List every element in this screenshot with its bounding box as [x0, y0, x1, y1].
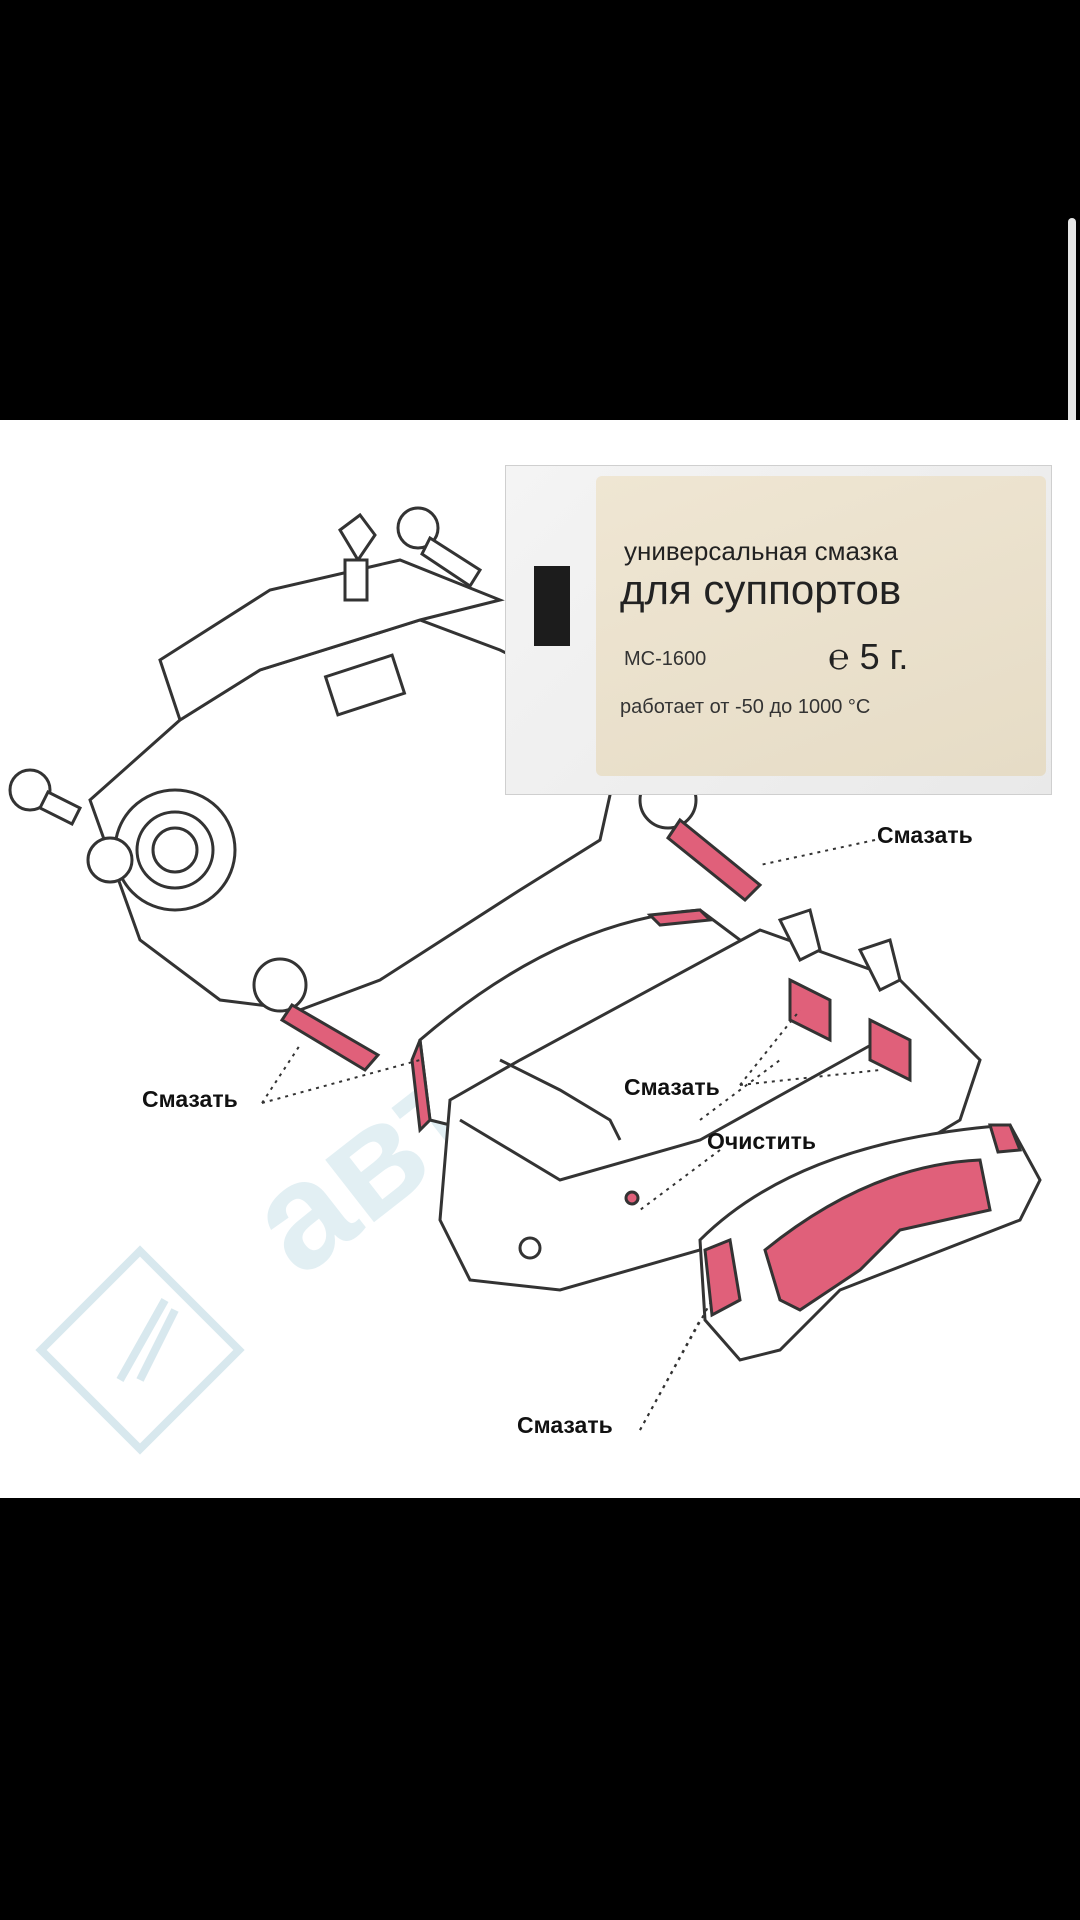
packet-code: МС-1600 [624, 648, 707, 670]
packet-temperature: работает от -50 до 1000 °С [620, 696, 871, 718]
viewer-scrollbar[interactable] [1068, 218, 1076, 548]
lubricant-packet: универсальная смазка для суппортов МС-16… [505, 465, 1052, 795]
packet-tear-tab [534, 566, 570, 646]
callout-lubricate-bottom: Смазать [517, 1412, 613, 1438]
outer-brake-pad [698, 1123, 1042, 1362]
callout-clean: Очистить [707, 1128, 816, 1154]
caliper-diagram: авто [8, 506, 1042, 1455]
callout-leaders [261, 839, 881, 1431]
packet-label-area [596, 476, 1046, 776]
callout-lubricate-pin: Смазать [877, 822, 973, 848]
packet-product-line: универсальная смазка [624, 536, 898, 566]
callout-lubricate-center: Смазать [624, 1074, 720, 1100]
caliper-bracket [8, 506, 622, 1012]
caliper-lubrication-image: авто [0, 420, 1080, 1498]
packet-weight: ℮ 5 г. [828, 636, 909, 677]
caliper-carrier [438, 908, 982, 1292]
watermark-logo [35, 1245, 245, 1455]
callout-lubricate-left: Смазать [142, 1086, 238, 1112]
packet-product-title: для суппортов [620, 566, 902, 613]
